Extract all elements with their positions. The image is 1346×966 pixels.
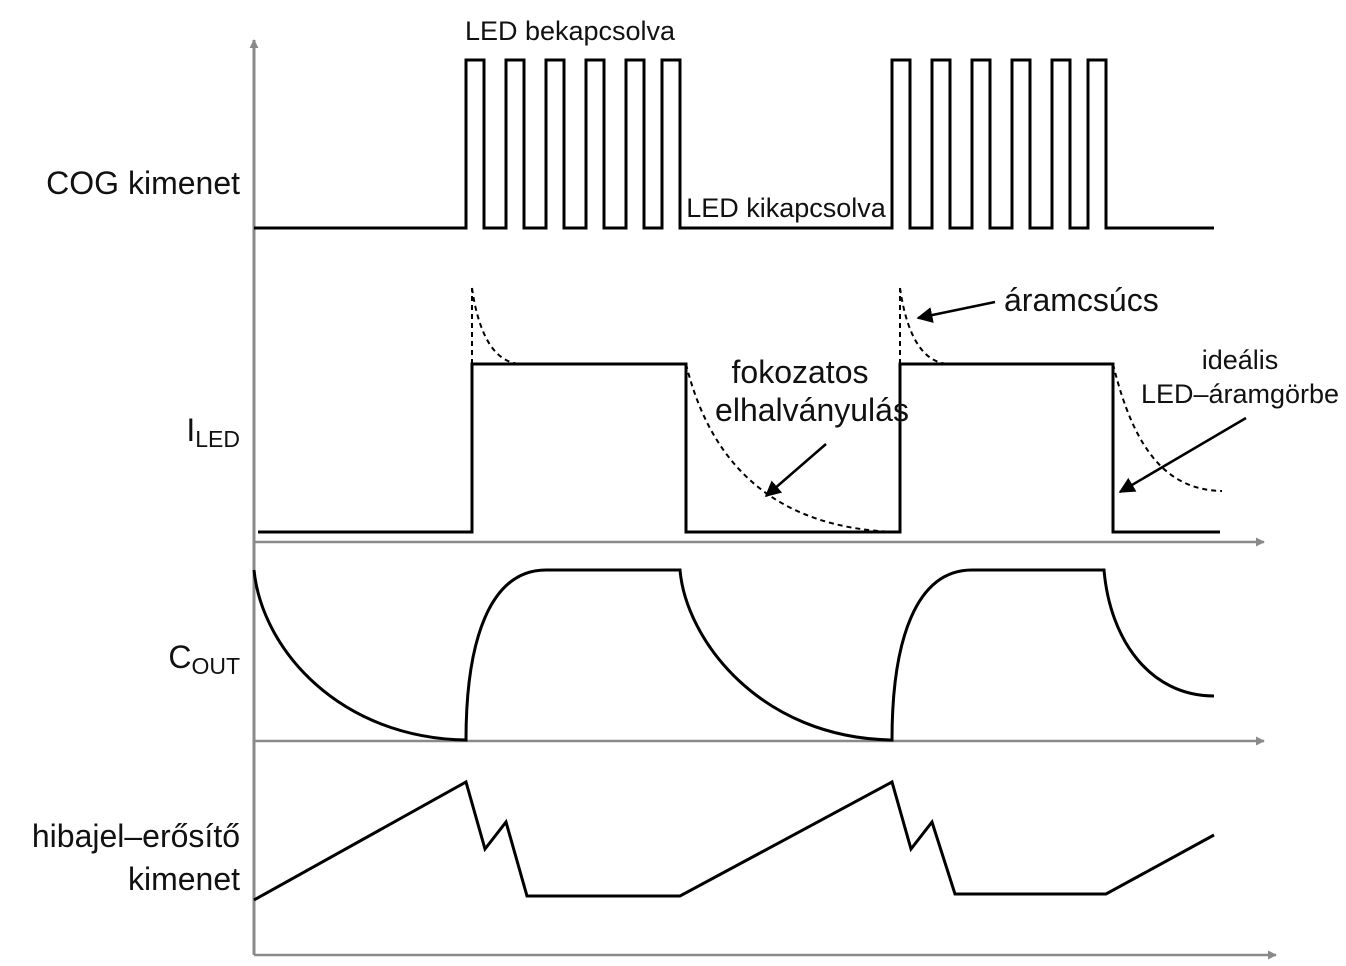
gradual-fade-annotation-line1: fokozatos	[732, 354, 869, 390]
error-amp-label-line2: kimenet	[128, 861, 240, 897]
led-current-label-main: I	[186, 412, 195, 448]
ideal-led-current-dashed	[1112, 363, 1223, 492]
led-current-label-sub: LED	[195, 426, 240, 452]
cog-output-label: COG kimenet	[46, 165, 240, 201]
led-off-annotation: LED kikapcsolva	[686, 193, 887, 223]
cout-label: COUT	[168, 639, 240, 679]
annotation-arrows	[764, 300, 1247, 498]
ideal-annotation-line1: ideális	[1202, 345, 1279, 375]
current-peak-annotation: áramcsúcs	[1004, 282, 1159, 318]
led-current-label: ILED	[186, 412, 240, 452]
gradual-fade-arrow	[764, 443, 827, 498]
error-amp-label-line1: hibajel–erősítő	[32, 818, 240, 854]
current-peak-decay-1	[471, 287, 521, 365]
ideal-annotation-line2: LED–áramgörbe	[1141, 379, 1339, 409]
cog-output-waveform	[254, 58, 1214, 230]
gradual-fade-dashed	[685, 363, 896, 533]
current-peak-decay-2	[899, 287, 949, 365]
axes	[249, 39, 1277, 960]
cout-label-main: C	[168, 639, 191, 675]
gradual-fade-annotation-line2: elhalványulás	[715, 392, 909, 428]
error-amp-waveform	[253, 779, 1215, 902]
cout-waveform	[252, 568, 1215, 742]
led-current-waveform	[258, 362, 1220, 534]
cout-label-sub: OUT	[191, 653, 240, 679]
ideal-current-arrow	[1118, 416, 1247, 494]
current-peak-arrow	[916, 300, 996, 323]
led-on-annotation: LED bekapcsolva	[465, 16, 676, 46]
